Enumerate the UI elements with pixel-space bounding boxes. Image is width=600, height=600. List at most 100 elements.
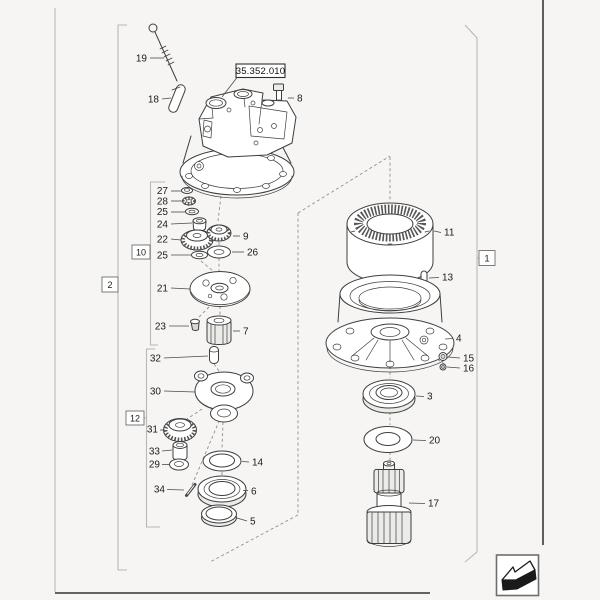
- callout-22: 22: [157, 235, 182, 246]
- group-10-bracket: [149, 181, 165, 346]
- callout-13: 13: [428, 273, 454, 284]
- frame-borders: [54, 0, 544, 594]
- callout-20: 20: [412, 436, 441, 447]
- part-27-cap: [181, 187, 193, 194]
- part-11-ring-gear: [346, 202, 434, 284]
- svg-text:34: 34: [154, 485, 166, 496]
- svg-text:31: 31: [147, 425, 159, 436]
- callout-19: 19: [136, 54, 164, 65]
- callout-5: 5: [236, 517, 256, 528]
- svg-text:24: 24: [157, 220, 169, 231]
- part-21-carrier-plate: [189, 271, 251, 307]
- part-28-gear-washer: [182, 196, 196, 206]
- part-15-plug: [438, 352, 448, 361]
- group-label-2-text[interactable]: 2: [107, 280, 112, 290]
- svg-text:25: 25: [157, 207, 169, 218]
- region-2-bracket: [117, 24, 127, 571]
- part-19-dipstick: [148, 23, 178, 82]
- part-22-sun-gear: [180, 229, 214, 251]
- svg-text:29: 29: [149, 460, 161, 471]
- svg-text:33: 33: [149, 447, 161, 458]
- svg-text:25: 25: [157, 251, 169, 262]
- svg-text:15: 15: [463, 354, 475, 365]
- svg-text:22: 22: [157, 235, 169, 246]
- part-31-gear: [163, 418, 197, 442]
- svg-text:13: 13: [442, 273, 454, 284]
- region-1-bracket: [464, 24, 479, 563]
- group-label-1[interactable]: 1: [478, 250, 496, 266]
- svg-text:5: 5: [250, 517, 256, 528]
- part-4-housing: [325, 274, 455, 373]
- group-label-12-text[interactable]: 12: [130, 414, 140, 424]
- ref-box-label[interactable]: 35.352.010: [236, 66, 286, 77]
- part-20-washer: [363, 426, 413, 453]
- part-25b-washer: [191, 250, 208, 260]
- part-24-cup: [192, 217, 207, 232]
- group-label-10-text[interactable]: 10: [136, 248, 146, 258]
- part-34-pin: [185, 483, 197, 497]
- svg-text:19: 19: [136, 54, 148, 65]
- svg-text:27: 27: [157, 186, 169, 197]
- svg-text:14: 14: [252, 458, 264, 469]
- callout-23: 23: [155, 322, 189, 333]
- callout-18: 18: [148, 95, 172, 106]
- part-29-washer: [169, 458, 189, 471]
- page-turn-button[interactable]: [495, 554, 540, 597]
- callout-8: 8: [288, 94, 303, 105]
- group-label-12[interactable]: 12: [125, 410, 145, 426]
- svg-text:28: 28: [157, 197, 169, 208]
- callout-17: 17: [408, 499, 440, 510]
- svg-text:32: 32: [150, 354, 162, 365]
- svg-text:21: 21: [157, 284, 169, 295]
- ref-box-35-352-010[interactable]: 35.352.010: [221, 63, 286, 98]
- callout-32: 32: [150, 354, 209, 365]
- callout-14: 14: [241, 458, 264, 469]
- callout-33: 33: [149, 447, 173, 458]
- callout-6: 6: [243, 487, 257, 498]
- callout-34: 34: [154, 485, 185, 496]
- callout-25a: 25: [157, 207, 185, 218]
- callout-3: 3: [415, 392, 433, 403]
- part-26-washer: [207, 245, 231, 259]
- part-17-pinion-shaft: [366, 460, 412, 547]
- part-motor-assembly: [179, 88, 297, 199]
- svg-text:11: 11: [444, 228, 455, 239]
- part-32-pin: [209, 346, 219, 364]
- svg-text:4: 4: [456, 334, 462, 345]
- group-label-1-text[interactable]: 1: [484, 254, 489, 264]
- callout-16: 16: [446, 364, 475, 375]
- callout-4: 4: [444, 334, 462, 345]
- callout-25b: 25: [157, 251, 191, 262]
- svg-text:30: 30: [150, 387, 162, 398]
- svg-text:17: 17: [428, 499, 440, 510]
- callout-11: 11: [433, 228, 455, 239]
- part-6-bearing: [197, 475, 247, 508]
- svg-text:26: 26: [247, 248, 259, 259]
- svg-text:7: 7: [243, 327, 249, 338]
- svg-text:20: 20: [429, 436, 441, 447]
- callout-30: 30: [150, 387, 196, 398]
- callout-7: 7: [233, 327, 249, 338]
- group-label-10[interactable]: 10: [131, 244, 151, 260]
- callout-21: 21: [157, 284, 191, 295]
- page-turn-arrow-icon: [501, 560, 537, 591]
- part-14-seal-ring: [202, 450, 242, 472]
- svg-text:16: 16: [463, 364, 475, 375]
- group-label-2[interactable]: 2: [101, 276, 119, 293]
- callout-9: 9: [233, 232, 249, 243]
- callouts: 19 18 8 27 28 25 24 22: [136, 54, 475, 528]
- part-16-plug: [439, 363, 447, 371]
- svg-text:6: 6: [251, 487, 257, 498]
- callout-27: 27: [157, 186, 181, 197]
- callout-31: 31: [147, 425, 165, 436]
- part-25a-washer: [185, 207, 199, 216]
- part-5-seal: [201, 504, 237, 527]
- svg-text:18: 18: [148, 95, 160, 106]
- callout-28: 28: [157, 197, 182, 208]
- region-divider-dashed: [209, 155, 391, 563]
- part-9-planet-gear: [206, 224, 232, 242]
- part-18-tube: [168, 84, 186, 113]
- part-3-bearing: [362, 379, 416, 414]
